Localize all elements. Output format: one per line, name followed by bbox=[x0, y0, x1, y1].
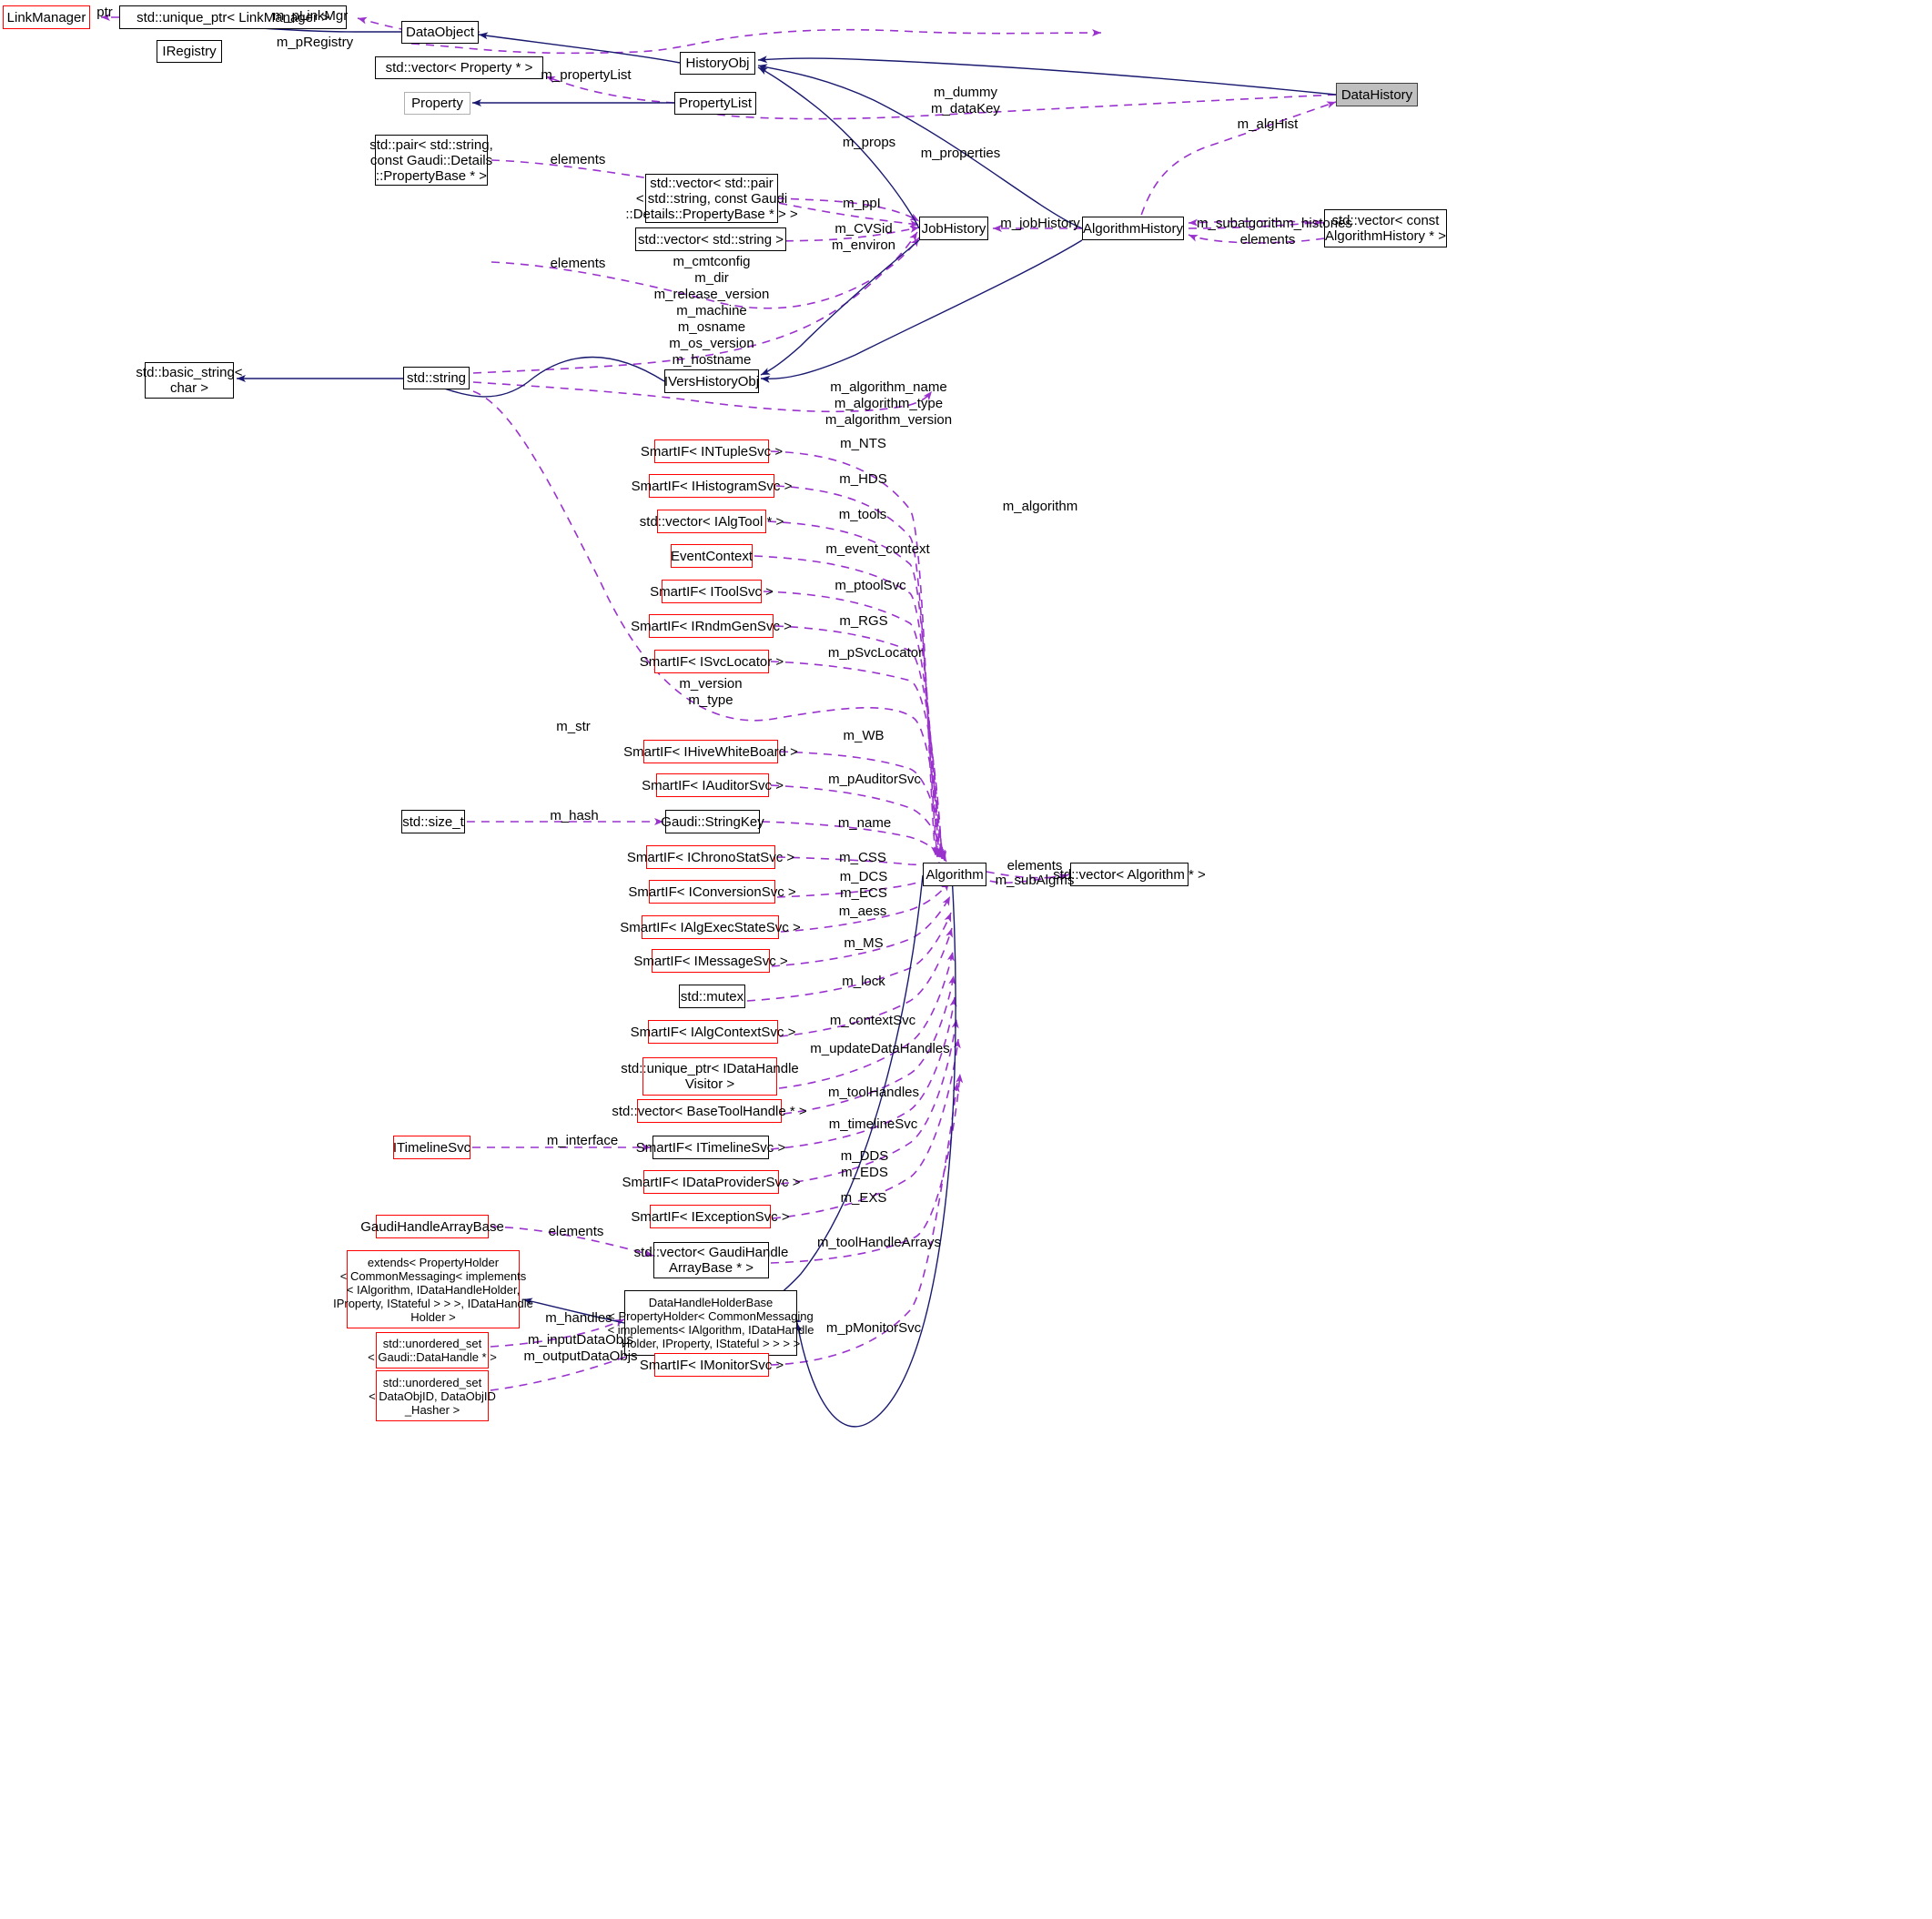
edge-label-m-dds-m-eds: m_DDS m_EDS bbox=[840, 1148, 889, 1180]
node-std-size-t[interactable]: std::size_t bbox=[401, 810, 465, 833]
edge-label-m-jobhistory: m_jobHistory bbox=[1000, 216, 1080, 231]
node-iregistry[interactable]: IRegistry bbox=[157, 40, 222, 63]
node-unordered-set-dataobjid[interactable]: std::unordered_set < DataObjID, DataObjI… bbox=[369, 1370, 496, 1421]
edge-label-m-toolhandles: m_toolHandles bbox=[827, 1085, 920, 1100]
node-smartif-iauditorsvc[interactable]: SmartIF< IAuditorSvc > bbox=[642, 773, 784, 797]
node-smartif-ihivewhiteboard[interactable]: SmartIF< IHiveWhiteBoard > bbox=[623, 740, 798, 763]
node-datahistory[interactable]: DataHistory bbox=[1336, 83, 1418, 106]
node-smartif-ihistogramsvc[interactable]: SmartIF< IHistogramSvc > bbox=[632, 474, 792, 498]
edge-label-jobhistory-string-members: m_cmtconfig m_dir m_release_version m_ma… bbox=[653, 254, 770, 368]
edge-label-m-algorithm: m_algorithm bbox=[1002, 499, 1078, 514]
edge-label-m-hds: m_HDS bbox=[839, 471, 887, 487]
edge-label-m-input-output-dataobjs: m_inputDataObjs m_outputDataObjs bbox=[523, 1332, 638, 1364]
node-vector-const-algorithmhistory[interactable]: std::vector< const AlgorithmHistory * > bbox=[1324, 209, 1447, 247]
edge-label-m-lock: m_lock bbox=[842, 974, 885, 989]
edge-label-m-alghist: m_algHist bbox=[1237, 116, 1299, 132]
node-smartif-ialgexecstatesvc[interactable]: SmartIF< IAlgExecStateSvc > bbox=[620, 915, 801, 939]
edge-label-m-propertylist: m_propertyList bbox=[541, 67, 632, 83]
node-smartif-iexceptionsvc[interactable]: SmartIF< IExceptionSvc > bbox=[631, 1205, 790, 1228]
edge-label-m-version-m-type: m_version m_type bbox=[679, 676, 743, 708]
edge-label-m-name: m_name bbox=[837, 815, 892, 831]
edge-label-m-css: m_CSS bbox=[839, 850, 886, 865]
edge-label-m-updatedatahandles: m_updateDataHandles bbox=[810, 1041, 950, 1056]
node-vector-ialgtool[interactable]: std::vector< IAlgTool * > bbox=[640, 510, 784, 533]
edge-label-m-cvsid-m-environ: m_CVSid m_environ bbox=[831, 221, 896, 253]
node-eventcontext[interactable]: EventContext bbox=[671, 544, 753, 568]
node-std-string[interactable]: std::string bbox=[403, 367, 470, 389]
edge-label-m-wb: m_WB bbox=[843, 728, 885, 743]
node-dataobject[interactable]: DataObject bbox=[401, 21, 479, 44]
node-smartif-imessagesvc[interactable]: SmartIF< IMessageSvc > bbox=[633, 949, 788, 973]
node-iversihistoryobj[interactable]: IVersHistoryObj bbox=[664, 369, 759, 393]
node-vector-basetoolhandle[interactable]: std::vector< BaseToolHandle * > bbox=[612, 1099, 807, 1123]
edge-label-m-psvclocator: m_pSvcLocator bbox=[827, 645, 924, 661]
edge-label-m-properties: m_properties bbox=[920, 146, 1001, 161]
node-historyobj[interactable]: HistoryObj bbox=[680, 52, 755, 75]
node-vector-property[interactable]: std::vector< Property * > bbox=[375, 56, 543, 79]
edge-label-m-aess: m_aess bbox=[838, 904, 887, 919]
edge-label-m-event-context: m_event_context bbox=[825, 541, 930, 557]
node-basic-string-char[interactable]: std::basic_string< char > bbox=[136, 362, 243, 399]
node-vector-pair-propertybase[interactable]: std::vector< std::pair < std::string, co… bbox=[625, 174, 798, 223]
edge-label-m-timelinesvc: m_timelineSvc bbox=[828, 1116, 918, 1132]
edge-label-m-toolhandlearrays: m_toolHandleArrays bbox=[817, 1235, 941, 1250]
node-unique-ptr-idatahandlevisitor[interactable]: std::unique_ptr< IDataHandle Visitor > bbox=[621, 1057, 799, 1096]
edge-label-m-contextsvc: m_contextSvc bbox=[829, 1013, 916, 1028]
node-vector-algorithm[interactable]: std::vector< Algorithm * > bbox=[1053, 863, 1206, 886]
node-property[interactable]: Property bbox=[404, 92, 470, 115]
edge-label-elements-algorithm: elements bbox=[1006, 858, 1063, 874]
edge-label-m-ppl: m_ppI bbox=[843, 196, 881, 211]
node-vector-gaudihandlearraybase[interactable]: std::vector< GaudiHandle ArrayBase * > bbox=[634, 1242, 788, 1278]
edge-label-m-pmonitorsvc: m_pMonitorSvc bbox=[825, 1320, 922, 1336]
node-vector-string[interactable]: std::vector< std::string > bbox=[635, 227, 786, 251]
node-unordered-set-datahandle[interactable]: std::unordered_set < Gaudi::DataHandle *… bbox=[368, 1332, 497, 1369]
node-datahandleholderbase[interactable]: DataHandleHolderBase < PropertyHolder< C… bbox=[608, 1290, 814, 1356]
edge-label-m-exs: m_EXS bbox=[840, 1190, 887, 1206]
edge-label-m-hash: m_hash bbox=[550, 808, 599, 823]
node-smartif-imonitorsvc[interactable]: SmartIF< IMonitorSvc > bbox=[640, 1353, 784, 1377]
node-gaudi-stringkey[interactable]: Gaudi::StringKey bbox=[661, 810, 764, 833]
node-algorithm[interactable]: Algorithm bbox=[923, 863, 986, 886]
node-smartif-isvclocator[interactable]: SmartIF< ISvcLocator > bbox=[640, 650, 784, 673]
node-smartif-itimelinesvc[interactable]: SmartIF< ITimelineSvc > bbox=[636, 1136, 785, 1159]
node-smartif-ialgcontextsvc[interactable]: SmartIF< IAlgContextSvc > bbox=[631, 1020, 795, 1044]
edge-label-m-rgs: m_RGS bbox=[839, 613, 888, 629]
edge-label-m-dcs-m-ecs: m_DCS m_ECS bbox=[839, 869, 888, 901]
node-algorithmhistory[interactable]: AlgorithmHistory bbox=[1082, 217, 1184, 240]
edge-label-elements-string: elements bbox=[550, 256, 606, 271]
node-pair-string-propertybase[interactable]: std::pair< std::string, const Gaudi::Det… bbox=[369, 135, 493, 186]
edge-label-m-pregistry: m_pRegistry bbox=[276, 35, 354, 50]
edge-label-elements-gaudihandle: elements bbox=[548, 1224, 604, 1239]
node-gaudihandlearraybase[interactable]: GaudiHandleArrayBase bbox=[360, 1215, 504, 1238]
node-smartif-ichronostatsvc[interactable]: SmartIF< IChronoStatSvc > bbox=[627, 845, 794, 869]
node-itimelinesvc[interactable]: ITimelineSvc bbox=[393, 1136, 470, 1159]
node-extends-propertyholder[interactable]: extends< PropertyHolder < CommonMessagin… bbox=[333, 1250, 533, 1328]
edge-label-m-handles: m_handles bbox=[545, 1310, 612, 1326]
edge-label-m-subalgms: m_subAlgms bbox=[995, 873, 1075, 888]
node-propertylist[interactable]: PropertyList bbox=[674, 92, 756, 115]
edge-label-m-dummy-m-datakey: m_dummy m_dataKey bbox=[931, 85, 1000, 116]
edge-label-m-str: m_str bbox=[556, 719, 591, 734]
edge-label-m-tools: m_tools bbox=[838, 507, 887, 522]
node-std-mutex[interactable]: std::mutex bbox=[679, 985, 745, 1008]
node-linkmanager[interactable]: LinkManager bbox=[3, 5, 90, 29]
node-smartif-irndmgensvc[interactable]: SmartIF< IRndmGenSvc > bbox=[631, 614, 792, 638]
edge-label-m-interface: m_interface bbox=[546, 1133, 619, 1148]
edge-label-m-plinkmgr: m_pLinkMgr bbox=[272, 8, 349, 24]
node-jobhistory[interactable]: JobHistory bbox=[919, 217, 988, 240]
edge-label-elements-pair: elements bbox=[550, 152, 606, 167]
node-smartif-iconversionsvc[interactable]: SmartIF< IConversionSvc > bbox=[628, 880, 796, 904]
edge-label-m-ptoolsvc: m_ptoolSvc bbox=[835, 578, 906, 593]
edge-label-algorithm-name-type-version: m_algorithm_name m_algorithm_type m_algo… bbox=[824, 379, 953, 428]
edge-label-m-props: m_props bbox=[842, 135, 896, 150]
edge-label-m-ms: m_MS bbox=[844, 935, 884, 951]
edge-label-m-pauditorsvc: m_pAuditorSvc bbox=[828, 772, 921, 787]
node-smartif-idataprovidersvc[interactable]: SmartIF< IDataProviderSvc > bbox=[622, 1170, 800, 1194]
edge-label-m-nts: m_NTS bbox=[840, 436, 886, 451]
node-smartif-intuplesvc[interactable]: SmartIF< INTupleSvc > bbox=[641, 439, 783, 463]
node-smartif-itoolsvc[interactable]: SmartIF< IToolSvc > bbox=[650, 580, 774, 603]
edge-label-ptr: ptr bbox=[96, 5, 113, 20]
edge-label-m-subalgorithm-histories: m_subalgorithm_histories elements bbox=[1197, 216, 1352, 247]
